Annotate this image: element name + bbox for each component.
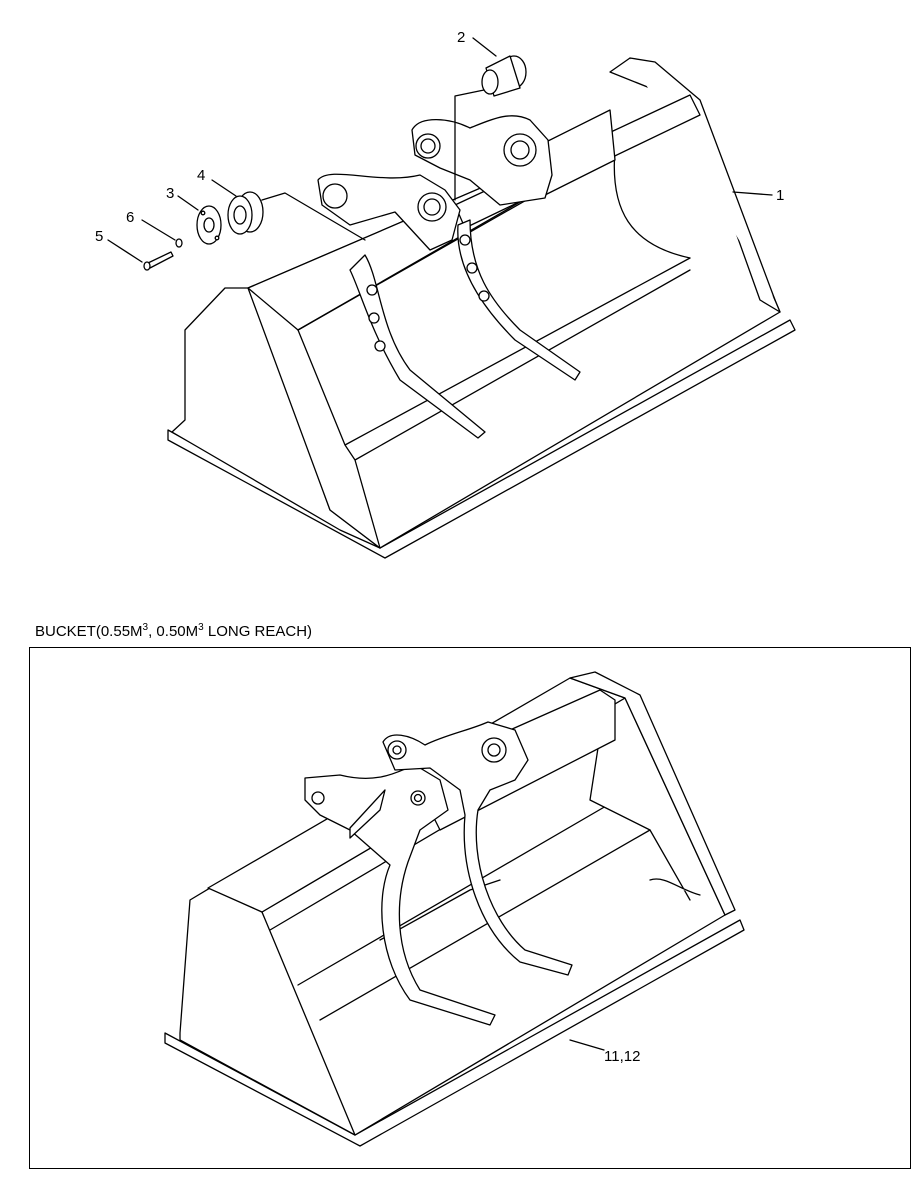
callout-1: 1	[776, 187, 784, 204]
callout-4: 4	[197, 167, 205, 184]
bolt-part-5	[143, 251, 174, 271]
bushing-part-2	[481, 55, 527, 97]
leader-line-3	[177, 195, 199, 211]
leader-line-1	[732, 191, 773, 196]
leader-line-2	[472, 37, 497, 57]
lower-section-frame	[29, 647, 911, 1169]
callout-6: 6	[126, 209, 134, 226]
washer-part-6	[175, 238, 183, 248]
leader-line-2b	[454, 89, 485, 201]
callout-3: 3	[166, 185, 174, 202]
plate-part-3	[196, 205, 222, 245]
callout-2: 2	[457, 29, 465, 46]
leader-line-6	[141, 219, 176, 241]
leader-line-4b	[261, 192, 366, 241]
lower-section-caption: BUCKET(0.55M3, 0.50M3 LONG REACH)	[35, 622, 313, 640]
leader-line-4	[211, 179, 237, 197]
mounting-bracket-right	[411, 115, 581, 381]
shim-part-4	[227, 191, 264, 235]
mounting-bracket-left	[317, 173, 486, 439]
leader-line-5	[107, 239, 143, 263]
upper-bucket-diagram: 2 4 3 6 5 1	[95, 29, 796, 559]
callout-5: 5	[95, 228, 103, 245]
